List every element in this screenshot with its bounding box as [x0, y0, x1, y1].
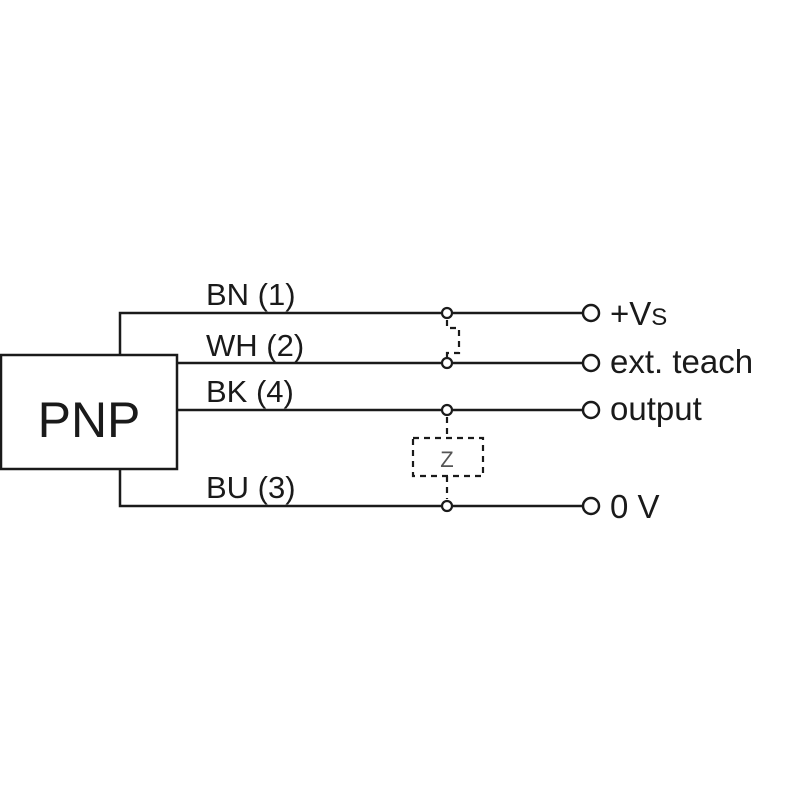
terminal-0v: [581, 496, 601, 516]
terminal-label-vs-main: +V: [610, 295, 651, 332]
junction-node-bu: [440, 499, 454, 513]
junction-node-wh: [440, 356, 454, 370]
junction-node-bn: [440, 306, 454, 320]
terminal-output: [581, 400, 601, 420]
terminal-label-vs-sub: S: [651, 304, 667, 331]
device-label: PNP: [38, 392, 141, 448]
terminal-label-0v: 0 V: [610, 488, 660, 525]
wire-bn: [118, 311, 583, 355]
teach-link-dashed: [445, 320, 461, 357]
junction-node-bk: [440, 403, 454, 417]
wire-label-bk: BK (4): [206, 374, 294, 409]
terminal-label-vs: +VS: [610, 295, 667, 332]
terminal-vs: [581, 303, 601, 323]
terminal-label-output: output: [610, 390, 702, 427]
load-label: Z: [440, 447, 453, 472]
wire-bu: [118, 469, 583, 508]
wire-label-wh: WH (2): [206, 328, 304, 363]
wire-label-bu: BU (3): [206, 470, 296, 505]
pnp-device-box: [0, 353, 179, 471]
wire-label-bn: BN (1): [206, 277, 296, 312]
terminal-ext-teach: [581, 353, 601, 373]
load-box: [411, 436, 485, 478]
terminal-label-ext-teach: ext. teach: [610, 343, 753, 380]
